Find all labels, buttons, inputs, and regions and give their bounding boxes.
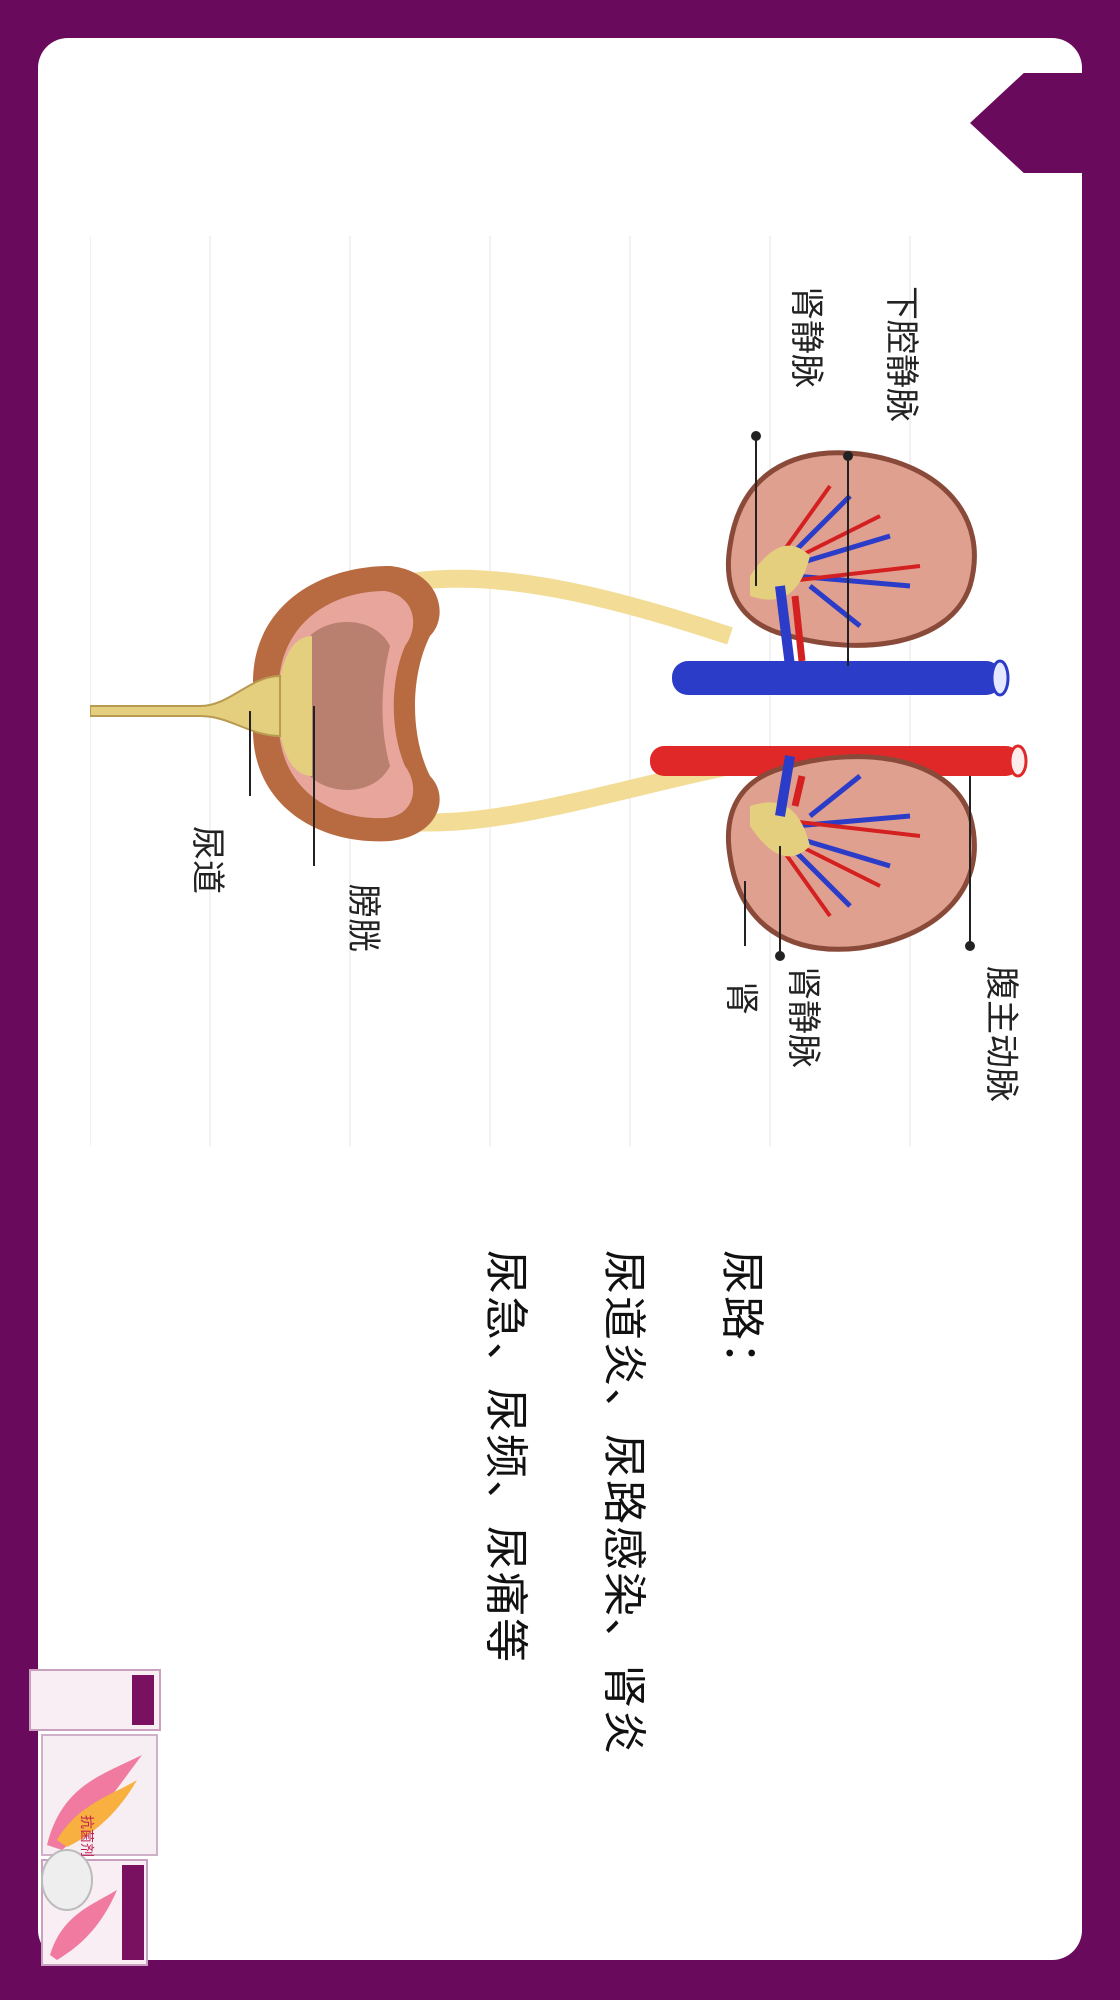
label-kidney: 肾 <box>721 981 761 1015</box>
caption-block: 尿路： 尿道炎、尿路感染、肾炎 尿急、尿频、尿痛等 <box>460 1250 800 1770</box>
label-renal-vein-top: 肾静脉 <box>786 286 826 388</box>
caption-line-3: 尿急、尿频、尿痛等 <box>480 1250 531 1664</box>
label-urethra: 尿道 <box>187 826 227 894</box>
urinary-system-diagram: 下腔静脉 肾静脉 腹主动脉 肾静脉 肾 膀胱 尿道 <box>90 236 1030 1146</box>
label-bladder: 膀胱 <box>343 884 383 952</box>
ureter-bottom <box>399 757 732 832</box>
product-image: 抗菌剂 <box>22 1665 172 1975</box>
content-card <box>38 38 1082 1960</box>
urethra <box>90 674 281 738</box>
label-renal-vein-bottom: 肾静脉 <box>783 966 823 1068</box>
caption-line-2: 尿道炎、尿路感染、肾炎 <box>598 1250 649 1756</box>
bladder <box>252 566 440 842</box>
label-aorta: 腹主动脉 <box>981 966 1021 1102</box>
kidney-bottom <box>726 754 977 952</box>
product-name-label: 抗菌剂 <box>78 1815 94 1857</box>
kidney-top <box>726 450 977 648</box>
caption-line-1: 尿路： <box>716 1250 767 1388</box>
inferior-vena-cava <box>672 661 1002 695</box>
label-ivc: 下腔静脉 <box>881 286 921 422</box>
ureter-top <box>398 569 733 645</box>
